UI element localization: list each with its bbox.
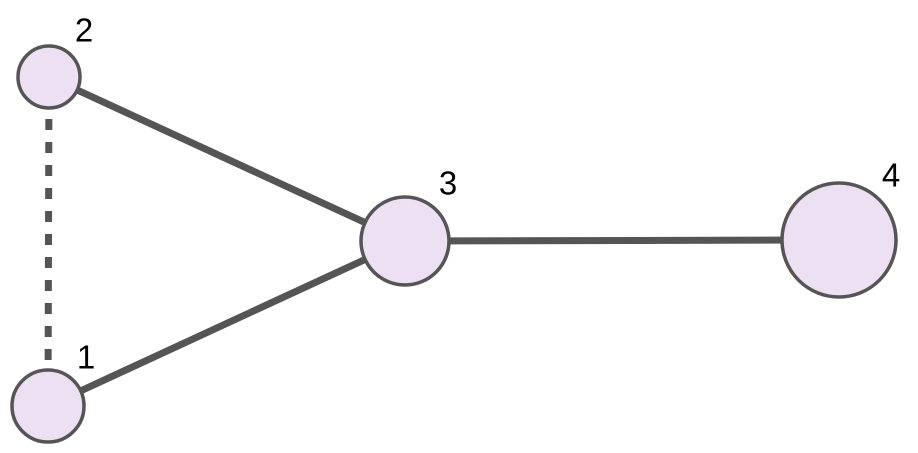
edge-1-3 [46, 237, 407, 410]
node-label-3: 3 [439, 165, 457, 202]
node-label-2: 2 [75, 12, 93, 49]
node-label-1: 1 [77, 339, 95, 376]
node-1[interactable] [10, 368, 86, 444]
node-4[interactable] [780, 181, 898, 299]
node-2[interactable] [16, 44, 82, 110]
edge-2-3 [47, 73, 407, 245]
node-3[interactable] [359, 195, 451, 287]
edge-1-2-dashed [44, 76, 53, 407]
node-label-4: 4 [882, 157, 900, 194]
edge-3-4 [404, 236, 840, 245]
